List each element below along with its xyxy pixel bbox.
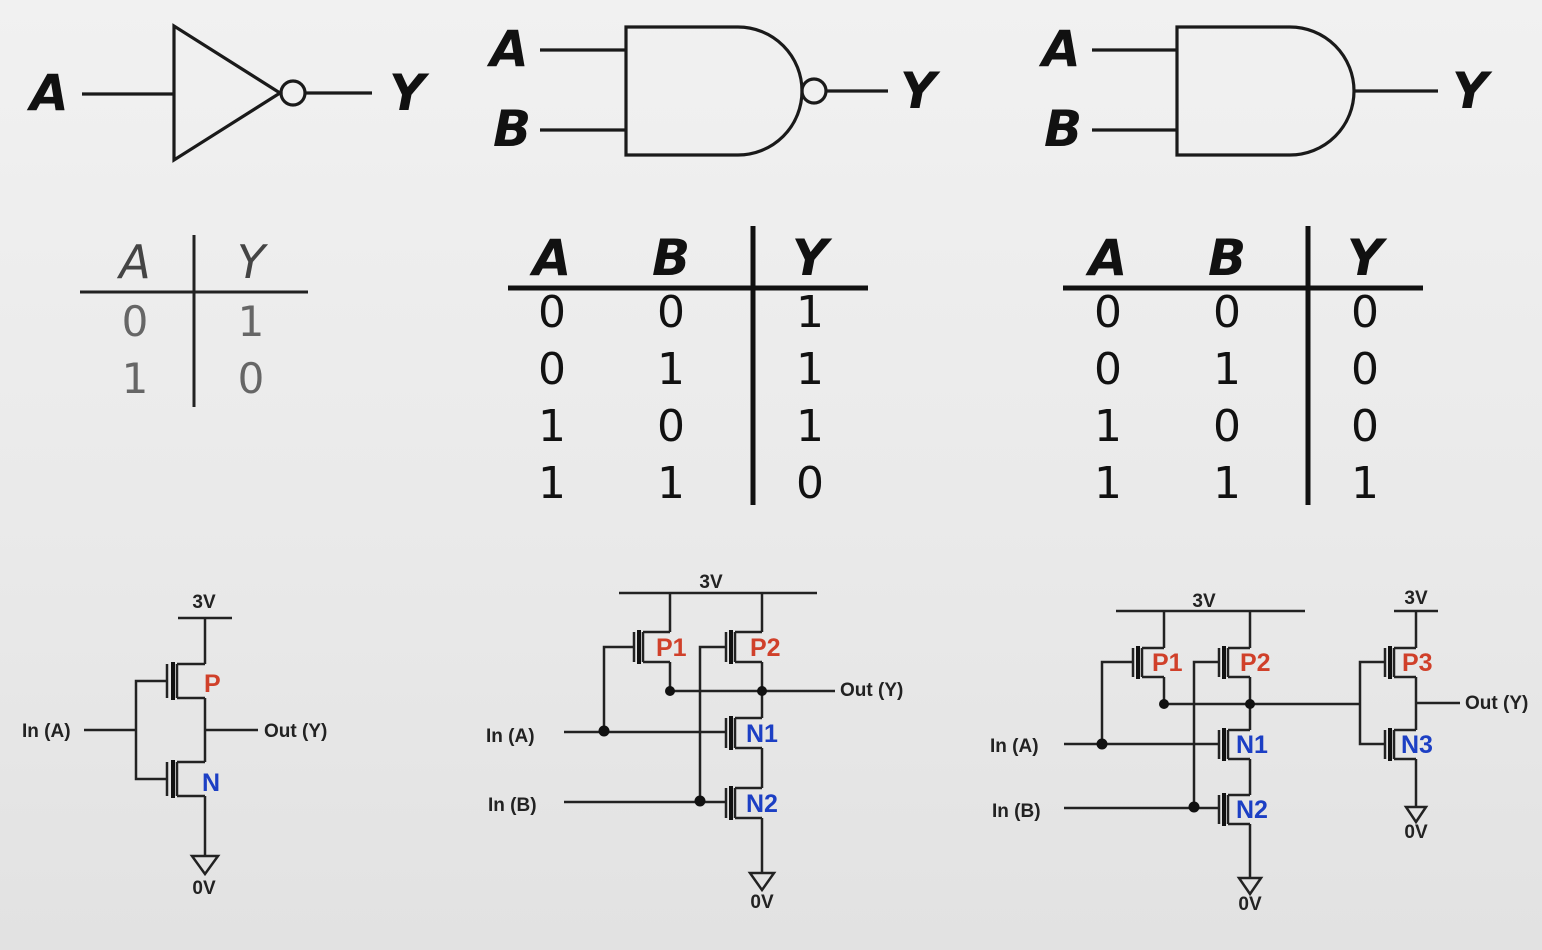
- and-header-a: A: [1085, 229, 1128, 287]
- not-cell: 0: [122, 297, 149, 346]
- not-cell: 1: [122, 354, 149, 403]
- and-input-b-label: B: [1044, 100, 1082, 158]
- nand-cell: 1: [796, 401, 824, 452]
- nand-vdd-label: 3V: [699, 572, 723, 593]
- and-p2-label: P2: [1240, 649, 1271, 677]
- nand-header-y: Y: [792, 229, 833, 287]
- and-p2-transistor: [1217, 646, 1250, 679]
- and-p3-transistor: [1383, 646, 1416, 679]
- and-vdd-label: 3V: [1192, 591, 1216, 612]
- nand-bubble: [800, 77, 828, 105]
- nand-cell: 0: [538, 287, 566, 338]
- not-nmos-transistor: [165, 760, 205, 798]
- and-n1-transistor: [1217, 728, 1250, 761]
- and-cell: 0: [1351, 401, 1379, 452]
- and-gnd2-label: 0V: [1404, 822, 1428, 843]
- and-output-label: Y: [1452, 62, 1493, 120]
- not-pmos-transistor: [165, 662, 205, 700]
- not-header-a: A: [116, 235, 150, 289]
- nand-p1-label: P1: [656, 634, 687, 662]
- nand-cell: 0: [538, 344, 566, 395]
- not-vdd-label: 3V: [192, 592, 216, 613]
- not-triangle: [172, 23, 283, 163]
- not-nmos-label: N: [202, 769, 220, 797]
- not-bubble: [279, 79, 307, 107]
- nand-input-a-label: In (A): [486, 726, 535, 747]
- and-p3-label: P3: [1402, 649, 1433, 677]
- nand-ground-icon: [747, 871, 777, 893]
- and-vdd2-label: 3V: [1404, 588, 1428, 609]
- nand-input-b-label: B: [493, 100, 531, 158]
- nand-header-a: A: [529, 229, 572, 287]
- not-pmos-label: P: [204, 670, 221, 698]
- and-n2-transistor: [1217, 793, 1250, 826]
- nand-cell: 1: [657, 344, 685, 395]
- and-header-b: B: [1208, 229, 1246, 287]
- and-input-a-label: A: [1038, 20, 1081, 78]
- nand-gate-symbol: A B Y: [486, 20, 941, 158]
- nand-cell: 1: [538, 401, 566, 452]
- nand-cell: 1: [796, 344, 824, 395]
- nand-input-b-label: In (B): [488, 795, 537, 816]
- not-cell: 1: [238, 297, 265, 346]
- and-cell: 1: [1094, 458, 1122, 509]
- and-p1-transistor: [1131, 646, 1164, 679]
- nand-cell: 1: [796, 287, 824, 338]
- and-truth-table: A B Y 0 0 0 0 1 0 1 0 0 1 1 1: [1063, 226, 1423, 509]
- and-cmos-circuit: 3V P1 P2: [990, 588, 1528, 915]
- and-p1-label: P1: [1152, 649, 1183, 677]
- and-header-y: Y: [1347, 229, 1388, 287]
- not-input-label: In (A): [22, 721, 71, 742]
- not-output-label: Y: [389, 64, 430, 122]
- and-gnd-label: 0V: [1238, 894, 1262, 915]
- and-body: [1175, 25, 1356, 157]
- and-ground2-icon: [1403, 805, 1429, 825]
- and-cell: 0: [1094, 344, 1122, 395]
- nand-n2-label: N2: [746, 790, 778, 818]
- nand-cell: 0: [657, 401, 685, 452]
- nand-output-label: Y: [900, 62, 941, 120]
- and-output-label: Out (Y): [1465, 693, 1528, 714]
- and-n3-label: N3: [1401, 731, 1433, 759]
- and-cell: 0: [1213, 401, 1241, 452]
- not-output-label: Out (Y): [264, 721, 327, 742]
- nand-p2-label: P2: [750, 634, 781, 662]
- and-n3-transistor: [1383, 728, 1416, 761]
- nand-header-b: B: [652, 229, 690, 287]
- nand-output-label: Out (Y): [840, 680, 903, 701]
- nand-cell: 1: [657, 458, 685, 509]
- and-cell: 1: [1213, 458, 1241, 509]
- nand-input-a-label: A: [486, 20, 529, 78]
- nand-cmos-circuit: 3V P1 P2 Out (Y): [486, 572, 903, 913]
- nand-cell: 0: [657, 287, 685, 338]
- and-n2-label: N2: [1236, 796, 1268, 824]
- and-cell: 0: [1351, 287, 1379, 338]
- not-header-y: Y: [237, 235, 269, 289]
- and-cell: 1: [1213, 344, 1241, 395]
- nand-body: [624, 25, 804, 157]
- not-gnd-label: 0V: [192, 878, 216, 899]
- and-gate-symbol: A B Y: [1038, 20, 1493, 158]
- and-cell: 0: [1351, 344, 1379, 395]
- nand-truth-table: A B Y 0 0 1 0 1 1 1 0 1 1 1 0: [508, 226, 868, 509]
- nand-gnd-label: 0V: [750, 892, 774, 913]
- and-ground-icon: [1236, 876, 1264, 897]
- not-input-label: A: [26, 64, 69, 122]
- and-cell: 1: [1094, 401, 1122, 452]
- not-ground-icon: [189, 854, 221, 877]
- not-cell: 0: [238, 354, 265, 403]
- nand-n1-label: N1: [746, 720, 778, 748]
- not-truth-table: A Y 0 1 1 0: [80, 235, 308, 407]
- nand-cell: 0: [796, 458, 824, 509]
- and-cell: 0: [1213, 287, 1241, 338]
- and-input-b-label: In (B): [992, 801, 1041, 822]
- nand-cell: 1: [538, 458, 566, 509]
- and-cell: 1: [1351, 458, 1379, 509]
- not-gate-symbol: A Y: [26, 23, 430, 163]
- not-cmos-circuit: 3V P N 0V In (A) Out (Y): [22, 592, 327, 899]
- and-n1-label: N1: [1236, 731, 1268, 759]
- and-cell: 0: [1094, 287, 1122, 338]
- and-input-a-label: In (A): [990, 736, 1039, 757]
